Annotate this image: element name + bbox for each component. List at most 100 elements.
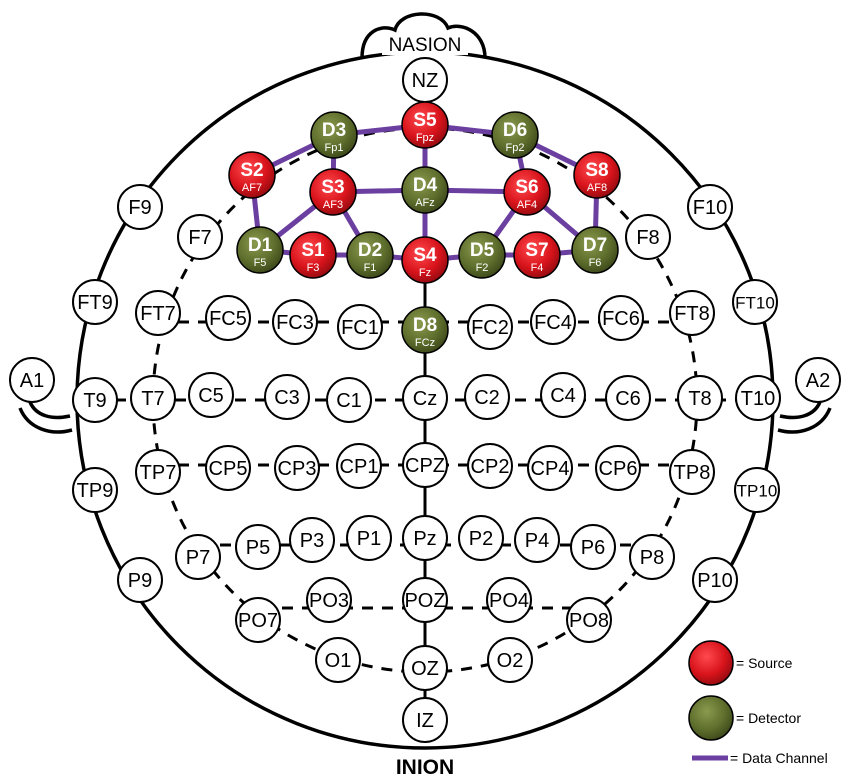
electrode-ft10: FT10 (732, 279, 778, 325)
electrode-t9: T9 (72, 377, 118, 423)
optode-label: S8 (585, 160, 608, 181)
electrode-ft7: FT7 (135, 290, 181, 336)
electrode-po8: PO8 (566, 597, 612, 643)
electrode-label: F7 (188, 227, 211, 249)
optode-site-label: F6 (589, 257, 602, 269)
optode-site-label: Fp1 (325, 142, 344, 154)
electrode-cpz: CPZ (402, 442, 448, 488)
electrode-label: FT8 (674, 303, 710, 325)
nasion-label: NASION (389, 35, 462, 56)
electrode-label: Pz (413, 528, 436, 550)
electrode-fc3: FC3 (272, 299, 318, 345)
electrode-p9: P9 (117, 557, 163, 603)
electrode-label: FC2 (471, 317, 509, 339)
electrode-p3: P3 (289, 517, 335, 563)
optode-label: S2 (240, 160, 263, 181)
optode-label: D5 (470, 240, 495, 261)
electrode-label: POZ (404, 590, 445, 612)
legend-channel-label: = Data Channel (730, 750, 828, 766)
electrode-nz: NZ (402, 57, 448, 103)
electrode-pz: Pz (402, 515, 448, 561)
inion-label: INION (396, 756, 454, 779)
optode-site-label: F4 (531, 262, 544, 274)
electrode-f8: F8 (625, 214, 671, 260)
electrode-label: C5 (198, 385, 224, 407)
electrode-label: P6 (581, 537, 605, 559)
electrode-label: P2 (469, 528, 493, 550)
optode-label: D3 (322, 120, 346, 141)
electrode-label: CP1 (340, 456, 379, 478)
electrode-f10: F10 (687, 184, 733, 230)
electrode-f7: F7 (177, 214, 223, 260)
optode-site-label: AF3 (323, 199, 343, 211)
optode-site-label: F1 (364, 262, 377, 274)
electrode-cp2: CP2 (467, 443, 513, 489)
electrode-o1: O1 (315, 637, 361, 683)
optode-label: D2 (358, 240, 382, 261)
electrode-label: T8 (688, 388, 711, 410)
electrode-label: C2 (474, 387, 500, 409)
electrode-label: P1 (357, 528, 381, 550)
optode-site-label: FCz (415, 337, 435, 349)
legend-detector-label: = Detector (736, 710, 801, 726)
electrode-fc2: FC2 (467, 304, 513, 350)
electrode-label: F9 (128, 197, 151, 219)
electrode-cp4: CP4 (527, 445, 573, 491)
electrode-label: PO3 (309, 590, 349, 612)
electrode-label: Cz (413, 388, 437, 410)
electrode-label: FC5 (209, 308, 247, 330)
optode-site-label: Fz (419, 267, 431, 279)
electrode-f9: F9 (117, 184, 163, 230)
electrode-ft9: FT9 (72, 279, 118, 325)
electrode-label: NZ (412, 70, 439, 92)
electrode-p7: P7 (175, 534, 221, 580)
electrode-label: CP2 (471, 456, 510, 478)
legend-source-label: = Source (736, 655, 793, 671)
electrode-fc5: FC5 (205, 295, 251, 341)
electrode-cp3: CP3 (274, 445, 320, 491)
electrode-label: C1 (336, 390, 362, 412)
electrode-fc4: FC4 (530, 299, 576, 345)
electrode-label: FT7 (140, 303, 176, 325)
optode-label: S6 (515, 177, 538, 198)
optode-label: D4 (413, 175, 438, 196)
electrode-tp8: TP8 (669, 449, 715, 495)
electrode-label: P4 (525, 530, 549, 552)
electrode-label: C4 (550, 385, 576, 407)
electrode-a1: A1 (9, 357, 55, 403)
electrode-label: P9 (128, 570, 152, 592)
electrode-c2: C2 (464, 374, 510, 420)
electrode-label: P3 (300, 530, 324, 552)
electrode-o2: O2 (487, 637, 533, 683)
electrode-tp9: TP9 (72, 467, 118, 513)
electrode-tp10: TP10 (734, 467, 780, 513)
electrode-label: A2 (806, 370, 830, 392)
optode-site-label: AF7 (242, 182, 262, 194)
electrode-c6: C6 (605, 375, 651, 421)
electrode-iz: IZ (402, 697, 448, 743)
electrode-label: F8 (636, 227, 659, 249)
optode-site-label: AF4 (517, 199, 537, 211)
electrode-label: FT10 (735, 294, 775, 313)
electrode-label: P10 (697, 570, 733, 592)
optode-label: S1 (301, 240, 325, 261)
electrode-label: FT9 (77, 292, 113, 314)
electrode-label: T7 (141, 388, 164, 410)
electrode-label: CPZ (405, 455, 445, 477)
electrode-oz: OZ (402, 645, 448, 691)
electrode-label: A1 (20, 370, 44, 392)
electrode-cp5: CP5 (205, 445, 251, 491)
electrode-p8: P8 (629, 534, 675, 580)
electrode-label: FC6 (602, 308, 640, 330)
electrode-label: T10 (741, 388, 775, 410)
electrode-a2: A2 (795, 357, 841, 403)
